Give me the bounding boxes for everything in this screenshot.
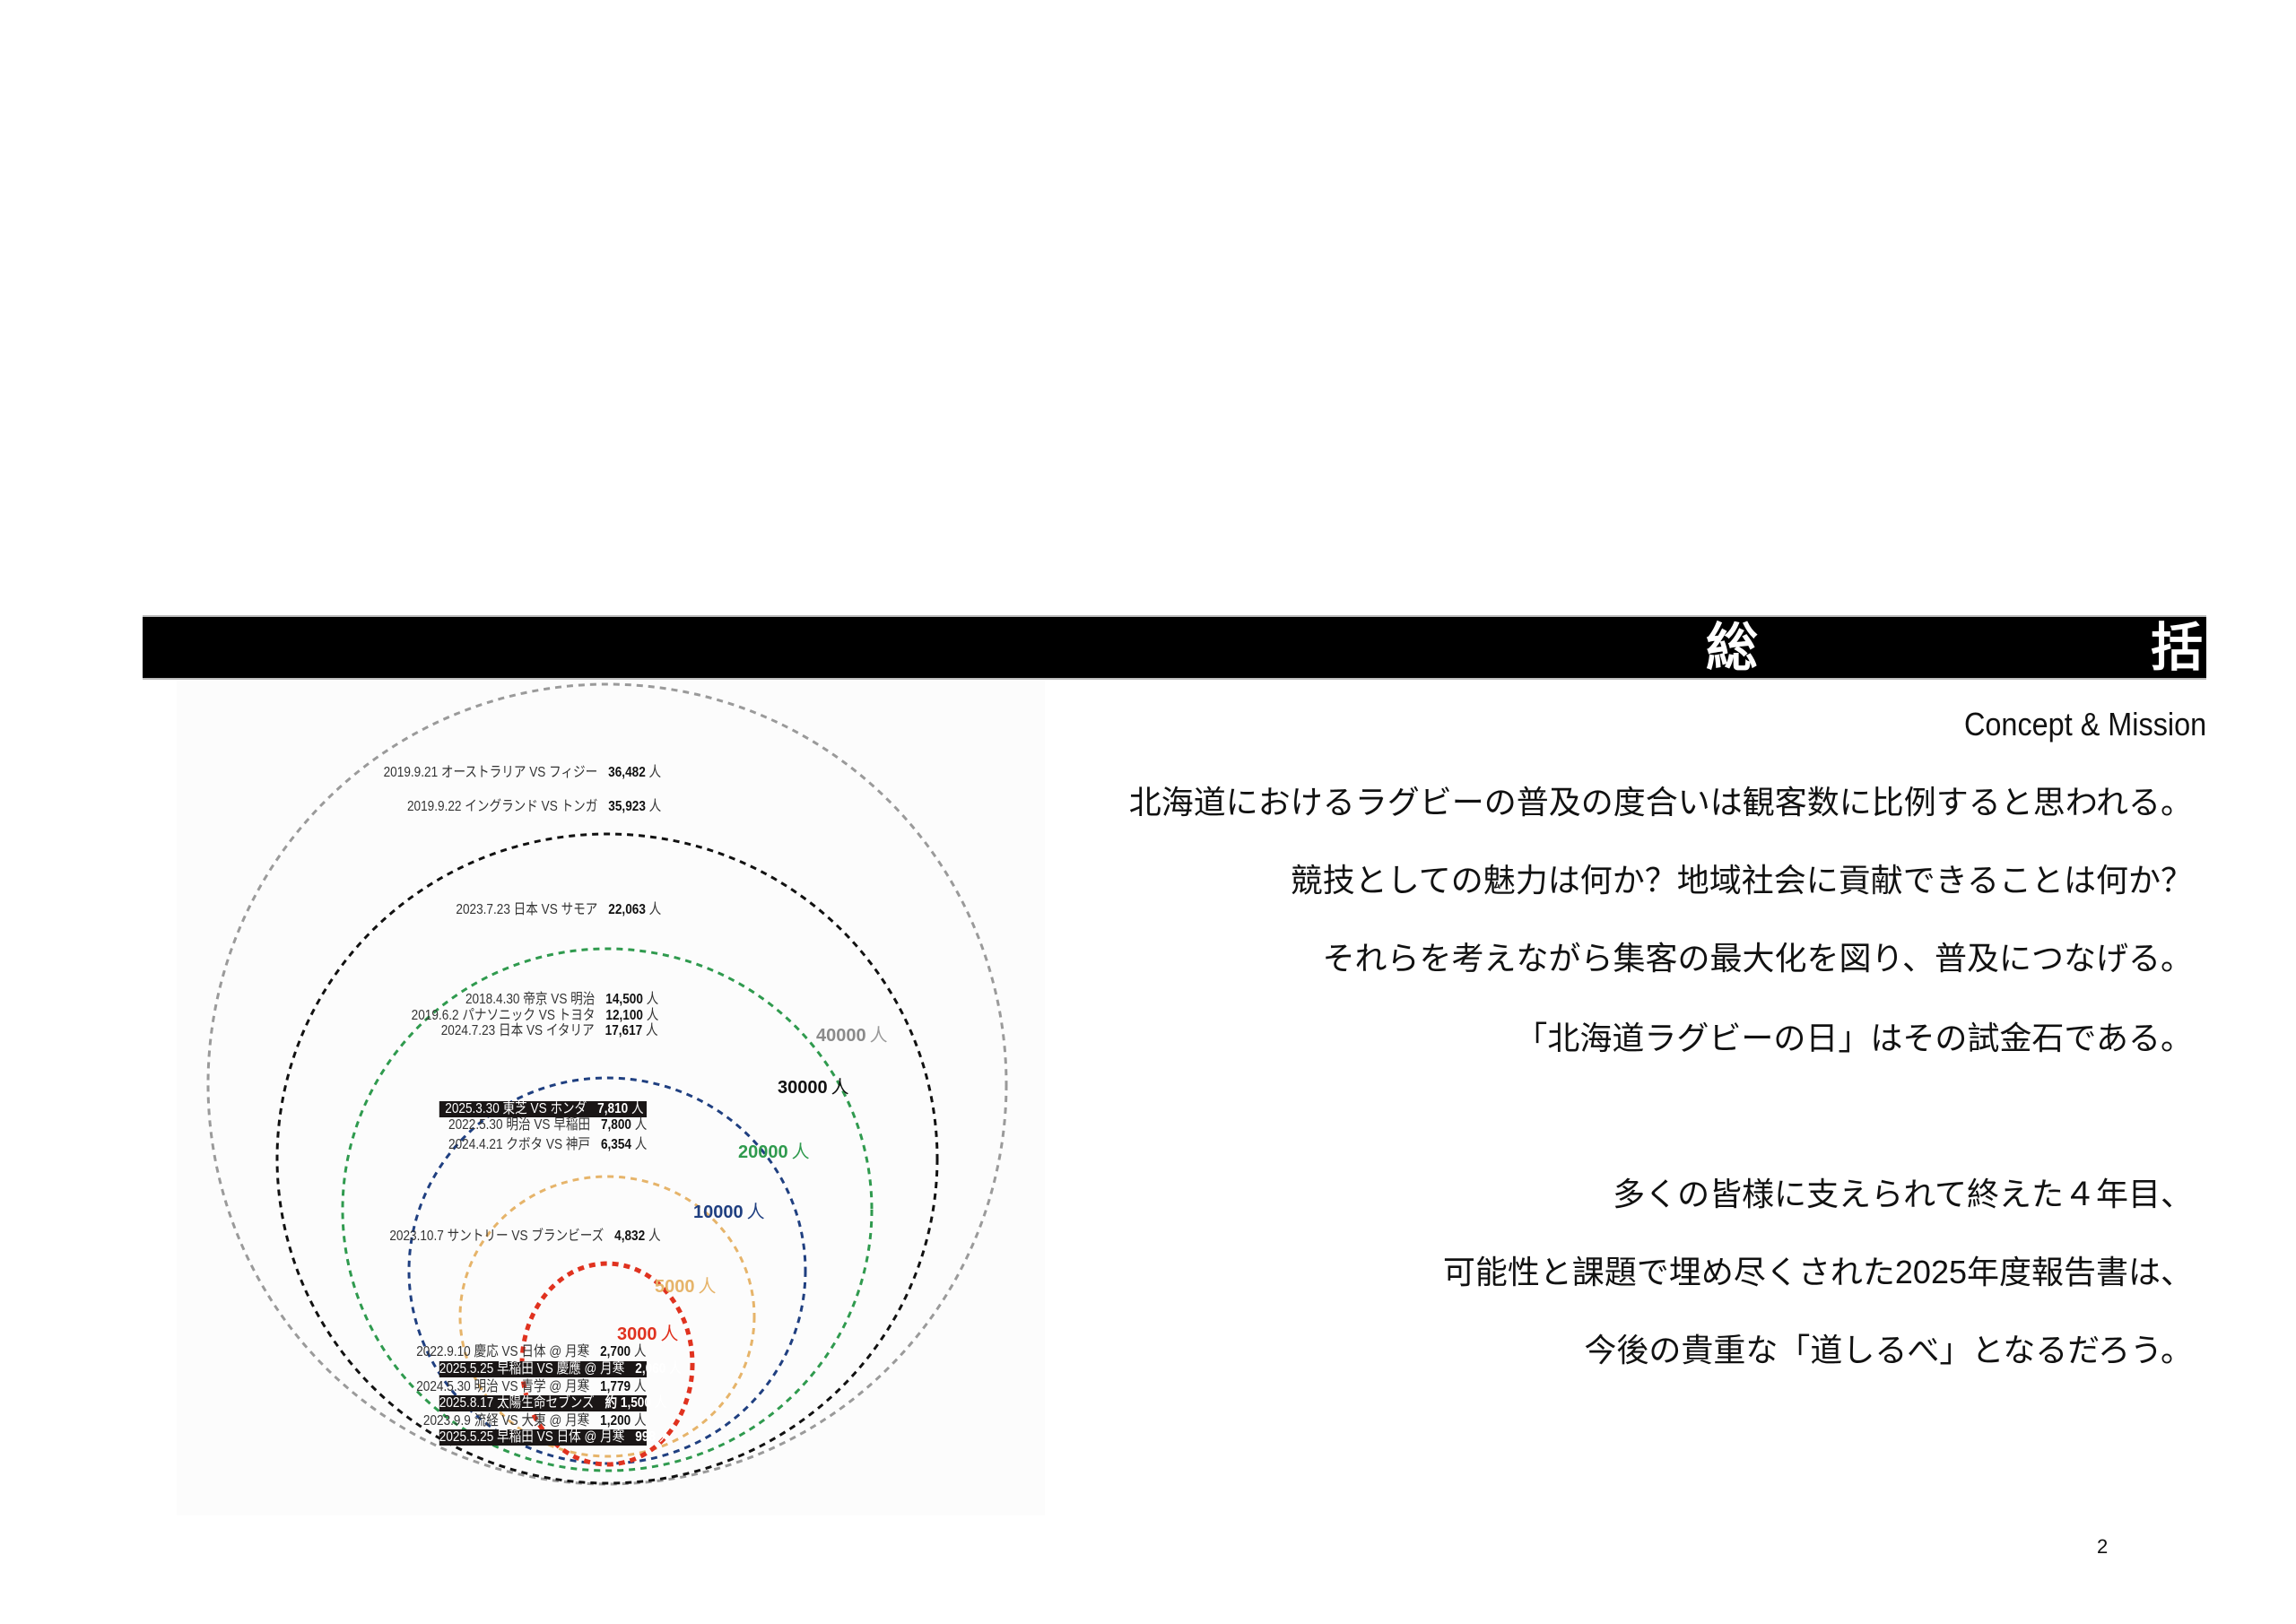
paragraph-line: 競技としての魅力は何か？地域社会に貢献できることは何か？	[1290, 862, 2193, 899]
paragraph-line: 今後の貴重な「道しるべ」となるだろう。	[1584, 1332, 2193, 1368]
section-subtitle: Concept & Mission	[1963, 706, 2206, 743]
paragraph-line: それらを考えながら集客の最大化を図り、普及につなげる。	[1322, 940, 2193, 977]
ring-20000	[341, 947, 874, 1472]
paragraph-line: 可能性と課題で埋め尽くされた2025年度報告書は、	[1442, 1254, 2193, 1290]
ring-40000	[206, 682, 1008, 1486]
section-header-bar: 総 括	[143, 615, 2206, 680]
section-title: 総 括	[1705, 619, 2203, 677]
ring-30000	[275, 832, 939, 1485]
match-label-highlighted: 2025.8.17 太陽生命セブンズ約 1,500 人	[439, 1395, 667, 1411]
ring-5000	[458, 1175, 756, 1458]
paragraph-line: 北海道におけるラグビーの普及の度合いは観客数に比例すると思われる。	[1128, 784, 2193, 821]
paragraph-line: 「北海道ラグビーの日」はその試金石である。	[1515, 1020, 2193, 1056]
page-number: 2	[2097, 1535, 2109, 1558]
paragraph-line: 多くの皆様に支えられて終えた４年目、	[1613, 1176, 2193, 1212]
